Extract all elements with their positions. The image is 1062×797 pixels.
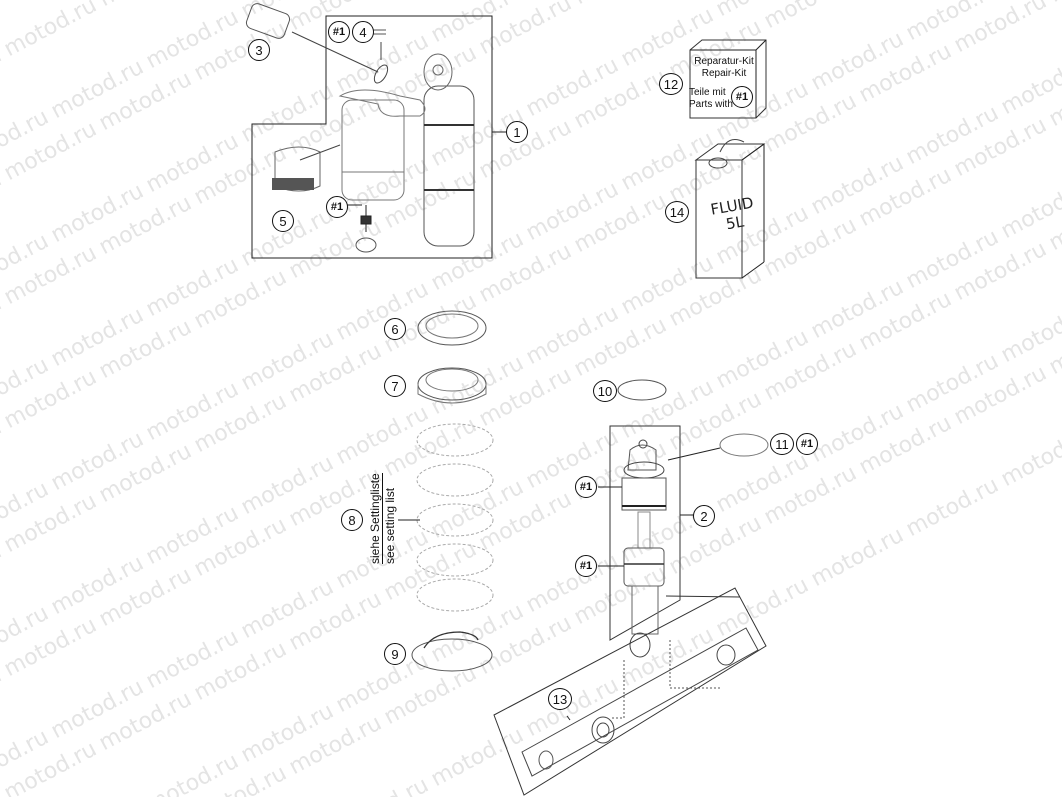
ref-marker-1-kit[interactable]: #1 [731,86,753,108]
group-1-frame [251,15,493,259]
callout-3[interactable]: 3 [248,39,270,61]
callout-9[interactable]: 9 [384,643,406,665]
callout-10[interactable]: 10 [593,380,617,402]
callout-13[interactable]: 13 [548,688,572,710]
callout-2[interactable]: 2 [693,505,715,527]
callout-11[interactable]: 11 [770,433,794,455]
ref-marker-1-seal[interactable]: #1 [575,555,597,577]
parts-with-de: Teile mit [689,87,726,98]
repair-kit-title: Reparatur-Kit Repair-Kit [693,56,755,80]
ref-marker-1-ring11[interactable]: #1 [796,433,818,455]
spring-setting-note: siehe Settingliste see setting list [368,473,397,564]
repair-kit-line-en: Repair-Kit [701,68,747,79]
callout-5[interactable]: 5 [272,210,294,232]
callout-12[interactable]: 12 [659,73,683,95]
callout-14[interactable]: 14 [665,201,689,223]
ref-marker-1-part4[interactable]: #1 [328,21,350,43]
parts-with-en: Parts with [689,99,733,110]
callout-8[interactable]: 8 [341,509,363,531]
ref-marker-1-piston[interactable]: #1 [575,476,597,498]
repair-kit-parts-with: Teile mit Parts with [689,87,733,111]
callout-1[interactable]: 1 [506,121,528,143]
callout-4[interactable]: 4 [352,21,374,43]
callout-7[interactable]: 7 [384,375,406,397]
setting-note-en: see setting list [383,487,397,564]
callout-6[interactable]: 6 [384,318,406,340]
ref-marker-1-valve[interactable]: #1 [326,196,348,218]
setting-note-de: siehe Settingliste [368,473,383,564]
repair-kit-line-de: Reparatur-Kit [694,56,754,67]
